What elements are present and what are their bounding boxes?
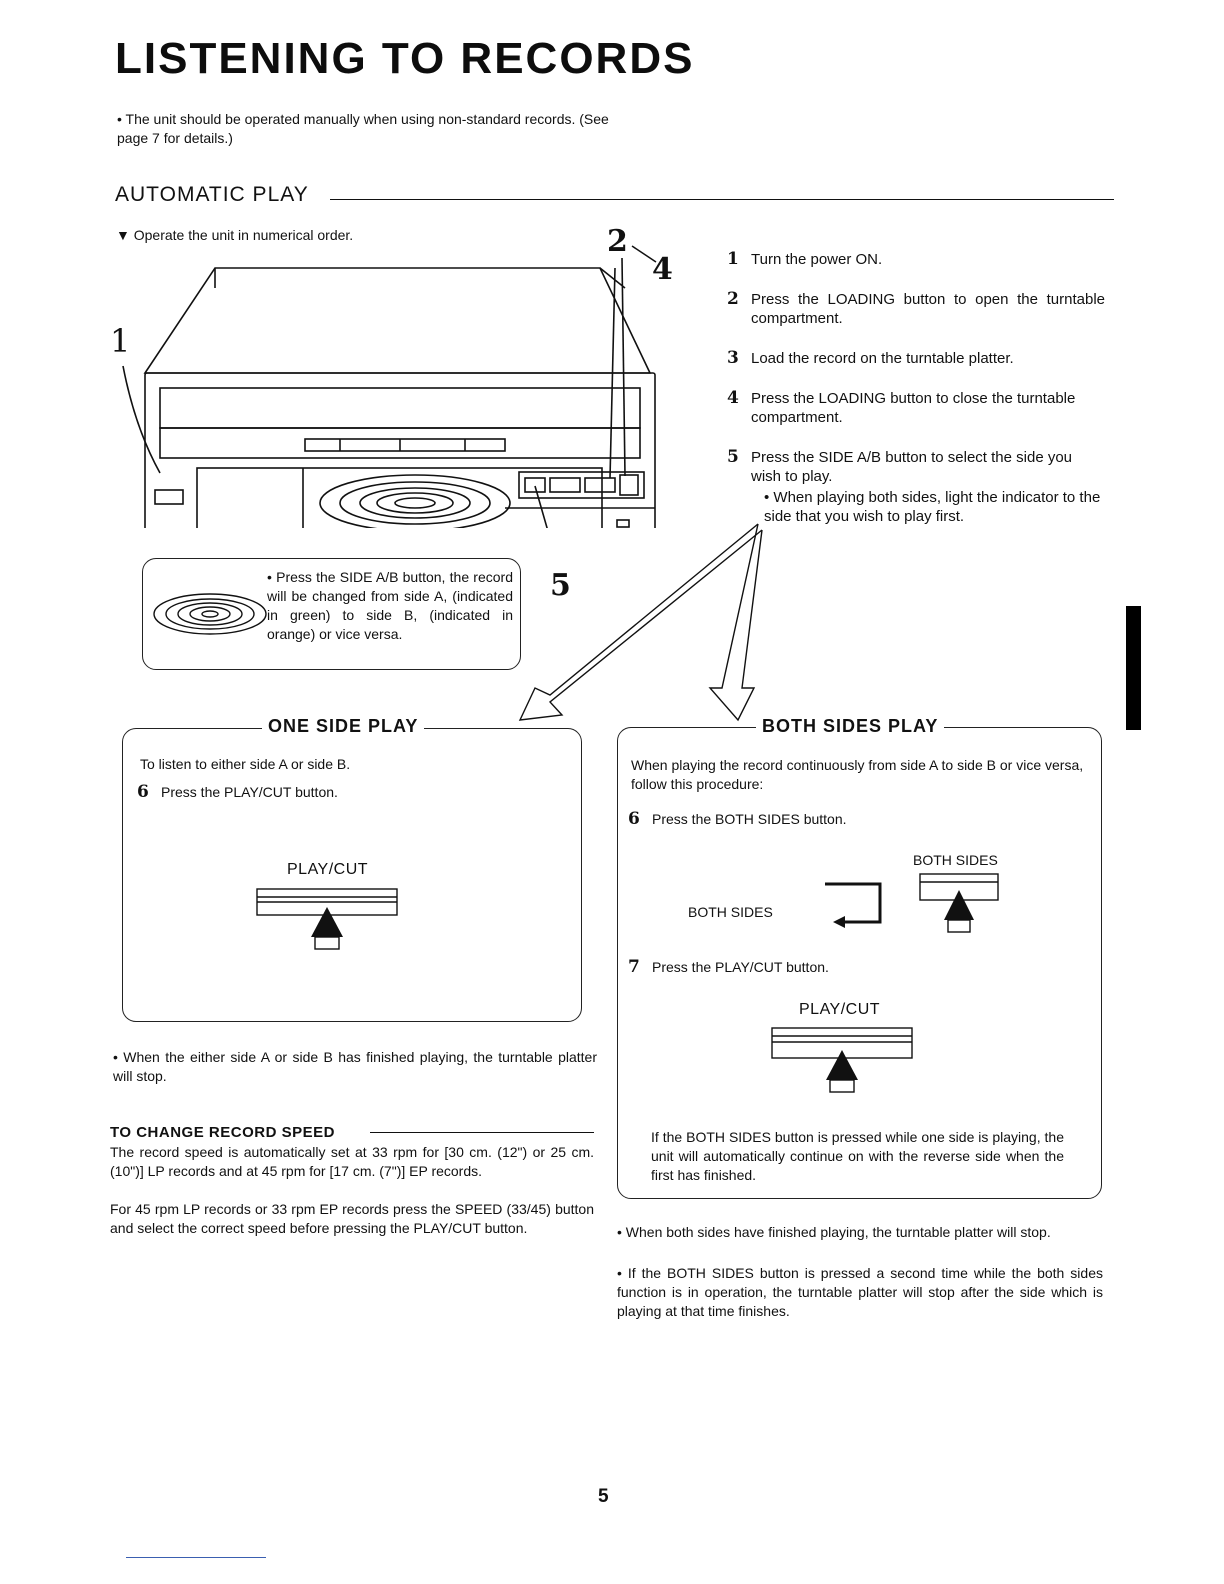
side-ab-note: • Press the SIDE A/B button, the record … xyxy=(267,569,513,642)
both-sides-button xyxy=(919,873,999,933)
steps-list: 1 Turn the power ON. 2 Press the LOADING… xyxy=(727,250,1105,526)
play-cut-label-right: PLAY/CUT xyxy=(799,1001,881,1018)
callout-2-leader xyxy=(631,245,657,263)
step-3: 3 Load the record on the turntable platt… xyxy=(727,348,1014,368)
play-cut-button-right xyxy=(771,1027,913,1093)
both-sides-intro: When playing the record continuously fro… xyxy=(631,757,1084,792)
both-sides-box-note: If the BOTH SIDES button is pressed whil… xyxy=(651,1129,1064,1183)
automatic-play-heading: AUTOMATIC PLAY xyxy=(115,183,309,206)
one-side-after-note: • When the either side A or side B has f… xyxy=(113,1049,597,1084)
both-sides-label-top: BOTH SIDES xyxy=(913,852,998,868)
both-sides-play-heading: BOTH SIDES PLAY xyxy=(756,716,945,737)
step-5: 5 Press the SIDE A/B button to select th… xyxy=(727,447,1073,486)
both-sides-after-note-2: • If the BOTH SIDES button is pressed a … xyxy=(617,1265,1103,1319)
callout-2: 2 xyxy=(607,224,628,259)
both-sides-step-7: 7 Press the PLAY/CUT button. xyxy=(628,957,829,977)
branch-arrows xyxy=(518,523,763,722)
intro-note: • The unit should be operated manually w… xyxy=(117,111,609,146)
record-icon xyxy=(153,593,267,635)
record-speed-heading: TO CHANGE RECORD SPEED xyxy=(110,1124,335,1141)
callout-1: 1 xyxy=(110,322,131,360)
both-sides-after-note-1: • When both sides have finished playing,… xyxy=(617,1224,1051,1240)
step-5-note: • When playing both sides, light the ind… xyxy=(764,489,1101,525)
record-speed-para1: The record speed is automatically set at… xyxy=(110,1144,594,1179)
step-4: 4 Press the LOADING button to close the … xyxy=(727,388,1076,427)
press-arrow-icon xyxy=(311,907,343,950)
record-speed-rule xyxy=(370,1132,594,1133)
one-side-intro: To listen to either side A or side B. xyxy=(140,756,351,772)
turntable-illustration xyxy=(122,257,656,528)
both-sides-label-left: BOTH SIDES xyxy=(688,904,773,920)
play-cut-button-left xyxy=(256,888,398,950)
callout-4: 4 xyxy=(652,252,673,287)
record-speed-para2: For 45 rpm LP records or 33 rpm EP recor… xyxy=(110,1201,594,1236)
callout-5: 5 xyxy=(550,568,571,603)
side-ab-note-box: • Press the SIDE A/B button, the record … xyxy=(142,558,521,670)
operate-note: ▼ Operate the unit in numerical order. xyxy=(116,227,354,243)
both-sides-step-6: 6 Press the BOTH SIDES button. xyxy=(628,809,847,829)
play-cut-label-left: PLAY/CUT xyxy=(287,861,369,878)
one-side-step-6: 6 Press the PLAY/CUT button. xyxy=(137,782,338,802)
one-side-play-heading: ONE SIDE PLAY xyxy=(262,716,425,737)
both-sides-indicator-icon xyxy=(825,882,882,928)
section-tab-marker xyxy=(1126,606,1141,730)
page-number: 5 xyxy=(598,1486,609,1507)
bottom-rule xyxy=(126,1557,266,1558)
heading-rule xyxy=(330,199,1114,200)
step-2: 2 Press the LOADING button to open the t… xyxy=(727,289,1105,328)
page-title: LISTENING TO RECORDS xyxy=(115,34,695,83)
step-1: 1 Turn the power ON. xyxy=(727,249,883,269)
